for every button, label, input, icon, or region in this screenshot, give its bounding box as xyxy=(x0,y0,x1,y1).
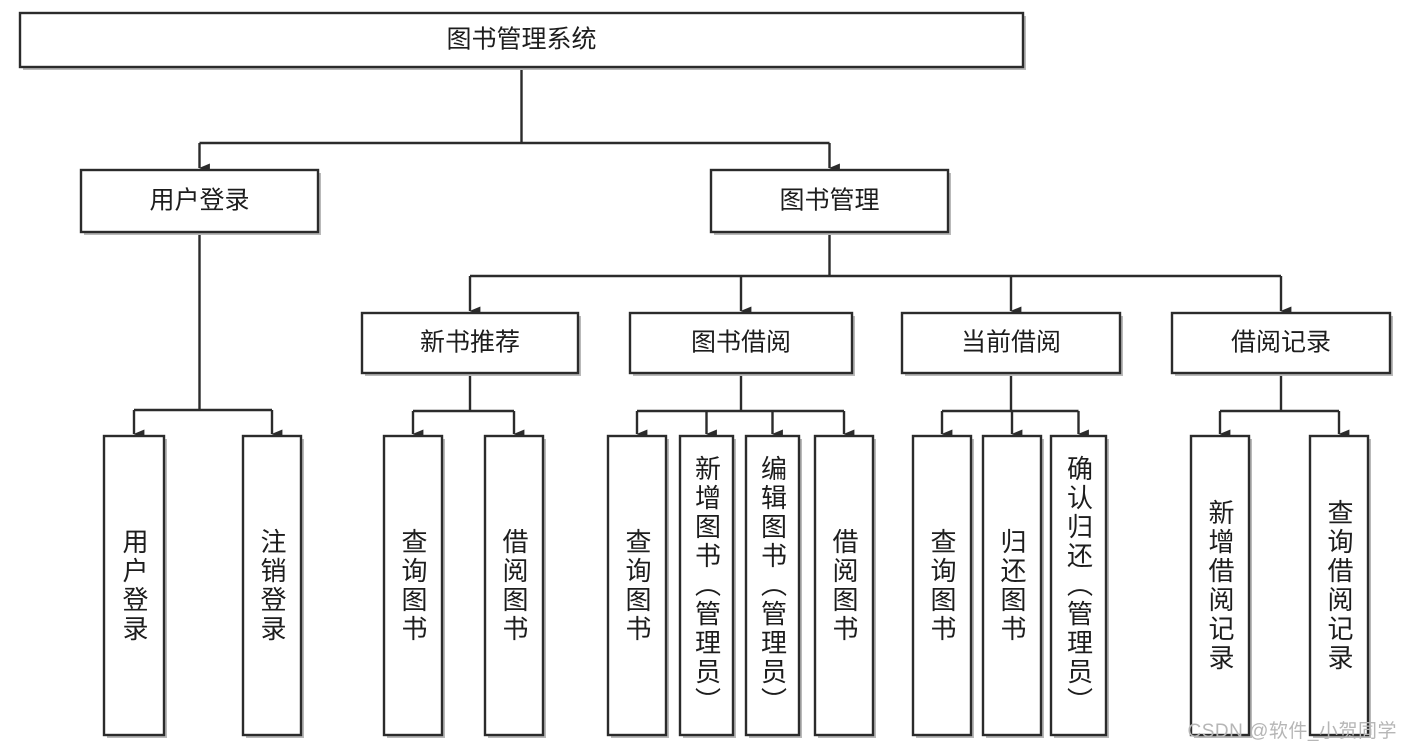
node-level3-2[interactable] xyxy=(900,311,1122,375)
node-leaf-4[interactable] xyxy=(606,434,668,737)
node-leaf-10[interactable] xyxy=(1049,434,1108,737)
node-level3-0-label: 新书推荐 xyxy=(420,329,520,357)
node-root-label: 图书管理系统 xyxy=(446,26,596,54)
node-level2-1-label: 图书管理 xyxy=(779,187,879,215)
node-leaf-9[interactable] xyxy=(981,434,1043,737)
node-leaf-3[interactable] xyxy=(483,434,545,737)
node-level3-3-label: 借阅记录 xyxy=(1231,329,1331,357)
node-level2-0[interactable] xyxy=(79,168,320,234)
node-root[interactable] xyxy=(18,11,1025,69)
node-leaf-8[interactable] xyxy=(911,434,973,737)
node-level3-0[interactable] xyxy=(360,311,580,375)
connector-lines xyxy=(132,67,1350,439)
node-level3-2-label: 当前借阅 xyxy=(961,329,1061,357)
node-leaf-6[interactable] xyxy=(744,434,801,737)
node-boxes xyxy=(18,11,1393,738)
node-level3-3[interactable] xyxy=(1170,311,1392,375)
node-level3-1-label: 图书借阅 xyxy=(691,329,791,357)
node-leaf-12[interactable] xyxy=(1308,434,1370,737)
watermark-text: CSDN @软件_小贺同学 xyxy=(1187,721,1397,742)
node-leaf-5[interactable] xyxy=(678,434,735,737)
node-leaf-1[interactable] xyxy=(241,434,303,737)
node-level2-0-label: 用户登录 xyxy=(149,187,249,215)
node-leaf-0[interactable] xyxy=(102,434,166,737)
node-level3-1[interactable] xyxy=(628,311,854,375)
node-leaf-7[interactable] xyxy=(813,434,875,737)
node-leaf-2[interactable] xyxy=(382,434,444,737)
node-level2-1[interactable] xyxy=(709,168,950,234)
node-leaf-11[interactable] xyxy=(1189,434,1251,737)
